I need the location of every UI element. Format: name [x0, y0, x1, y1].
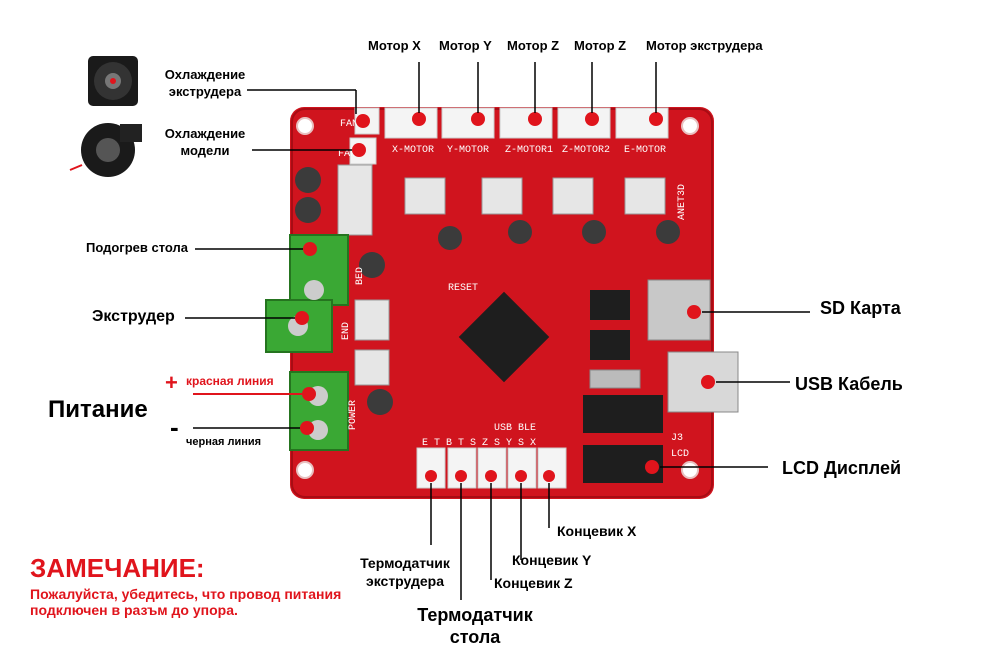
- label-bed-heater: Подогрев стола: [86, 240, 189, 255]
- leader-lines: [185, 62, 810, 600]
- silk-reset: RESET: [448, 283, 478, 294]
- silk-z-motor1: Z-MOTOR1: [505, 145, 553, 156]
- ic-chip-2: [590, 330, 630, 360]
- plus-sign: +: [165, 370, 178, 395]
- j3-header: [583, 395, 663, 433]
- label-red-line: красная линия: [186, 374, 274, 388]
- silk-anet: ANET3D: [677, 184, 688, 220]
- motor-connectors: [349, 107, 669, 165]
- label-fan-extruder: Охлаждение экструдера: [164, 67, 246, 99]
- silk-fan2: FAN2: [338, 149, 362, 160]
- label-motor-z2: Мотор Z: [574, 38, 627, 53]
- silk-usb-ble: USB BLE: [494, 423, 536, 434]
- silk-power: POWER: [348, 400, 359, 430]
- label-endstop-z: Концевик Z: [494, 575, 573, 591]
- driver-heatsinks: [337, 164, 666, 386]
- silk-e-motor: E-MOTOR: [624, 145, 666, 156]
- endstop-connectors: [416, 447, 567, 489]
- label-thermo-extruder: Термодатчик экструдера: [360, 555, 450, 589]
- silkscreen: FAN1 FAN2 X-MOTOR Y-MOTOR Z-MOTOR1 Z-MOT…: [338, 119, 689, 460]
- label-lcd-display: LCD Дисплей: [782, 458, 902, 478]
- label-endstop-x: Концевик X: [557, 523, 637, 539]
- minus-sign: -: [170, 412, 179, 442]
- silk-y-motor: Y-MOTOR: [447, 145, 489, 156]
- label-thermo-bed: Термодатчик стола: [417, 605, 533, 647]
- label-fan-model: Охлаждение модели: [164, 126, 246, 158]
- label-black-line: черная линия: [186, 436, 262, 448]
- label-motor-y: Мотор Y: [439, 38, 492, 53]
- note-title: ЗАМЕЧАНИЕ:: [30, 553, 205, 583]
- crystal: [589, 369, 641, 389]
- mcu-chip: [458, 291, 550, 383]
- silk-z-motor2: Z-MOTOR2: [562, 145, 610, 156]
- label-motor-z1: Мотор Z: [507, 38, 560, 53]
- capacitors: [295, 167, 680, 415]
- silk-x-motor: X-MOTOR: [392, 145, 434, 156]
- label-motor-e: Мотор экструдера: [646, 38, 763, 53]
- silk-lcd: LCD: [671, 449, 689, 460]
- note-text: Пожалуйста, убедитесь, что провод питани…: [30, 586, 342, 618]
- label-extruder: Экструдер: [92, 308, 175, 325]
- label-motor-x: Мотор X: [368, 38, 421, 53]
- screw-terminals: [265, 234, 349, 451]
- silk-bed: BED: [355, 267, 366, 285]
- fan-extruder-icon: [88, 56, 138, 106]
- silk-endstop-row: E T B T S Z S Y S X: [422, 438, 536, 449]
- silk-end: END: [341, 322, 352, 340]
- ic-chip-1: [590, 290, 630, 320]
- label-endstop-y: Концевик Y: [512, 552, 592, 568]
- label-sd-card: SD Карта: [820, 298, 901, 318]
- fan-model-icon: [69, 123, 142, 177]
- markers: [295, 112, 715, 482]
- silk-fan1: FAN1: [340, 119, 364, 130]
- silk-j3: J3: [671, 433, 683, 444]
- label-power: Питание: [48, 396, 148, 423]
- label-usb-cable: USB Кабель: [795, 374, 903, 394]
